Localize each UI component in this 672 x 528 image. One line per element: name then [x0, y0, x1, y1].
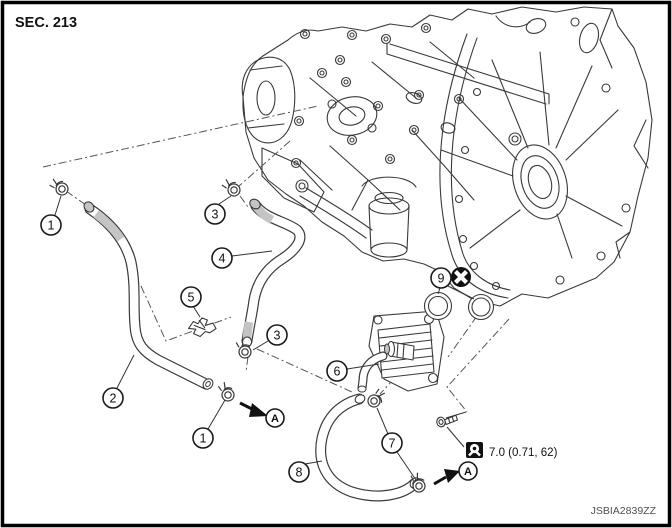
- svg-text:3: 3: [274, 329, 281, 343]
- torque-wrench-icon: [466, 442, 483, 458]
- callout-3-bottom: 3: [266, 324, 288, 346]
- view-letter: A: [464, 466, 472, 478]
- hose-clip-part5: [188, 317, 217, 338]
- callout-3-top: 3: [204, 203, 226, 225]
- section-label: SEC. 213: [15, 15, 77, 31]
- svg-text:6: 6: [334, 365, 341, 379]
- callout-1-bottom: 1: [192, 427, 214, 449]
- callout-6: 6: [326, 360, 348, 382]
- torque-spec: 7.0 (0.71, 62): [466, 442, 558, 459]
- svg-text:2: 2: [110, 392, 117, 406]
- torque-value: 7.0 (0.71, 62): [489, 447, 558, 459]
- view-label-a-1: A: [265, 408, 285, 428]
- oil-filter: [361, 176, 417, 258]
- figure-code: JSBIA2839ZZ: [591, 505, 657, 517]
- callout-1-top: 1: [40, 214, 62, 236]
- do-not-reuse-icon: [451, 267, 471, 287]
- svg-text:8: 8: [296, 466, 303, 480]
- svg-text:1: 1: [48, 219, 55, 233]
- view-label-a-2: A: [458, 461, 478, 481]
- callout-5: 5: [180, 286, 202, 308]
- svg-text:7: 7: [389, 437, 396, 451]
- callout-7: 7: [381, 432, 403, 454]
- callout-4: 4: [211, 247, 233, 269]
- crankshaft-seal-rings: [512, 144, 568, 220]
- water-hose-part2: [83, 201, 214, 390]
- view-letter: A: [271, 413, 279, 425]
- svg-text:4: 4: [219, 252, 226, 266]
- engine-bolt-heads: [290, 22, 465, 169]
- callout-9: 9: [430, 267, 452, 289]
- callout-leader-lines: [54, 195, 475, 481]
- cooler-mount-bolt: [436, 414, 459, 428]
- svg-text:9: 9: [438, 272, 445, 286]
- svg-text:3: 3: [212, 208, 219, 222]
- view-arrow-1: [239, 401, 268, 417]
- view-arrow-2: [433, 469, 460, 486]
- callout-2: 2: [102, 387, 124, 409]
- engine-line-art: [241, 6, 653, 307]
- svg-text:5: 5: [188, 291, 195, 305]
- oil-cooler-part6: [357, 310, 445, 393]
- callout-8: 8: [288, 461, 310, 483]
- svg-text:1: 1: [200, 432, 207, 446]
- water-hose-part4: [241, 198, 306, 348]
